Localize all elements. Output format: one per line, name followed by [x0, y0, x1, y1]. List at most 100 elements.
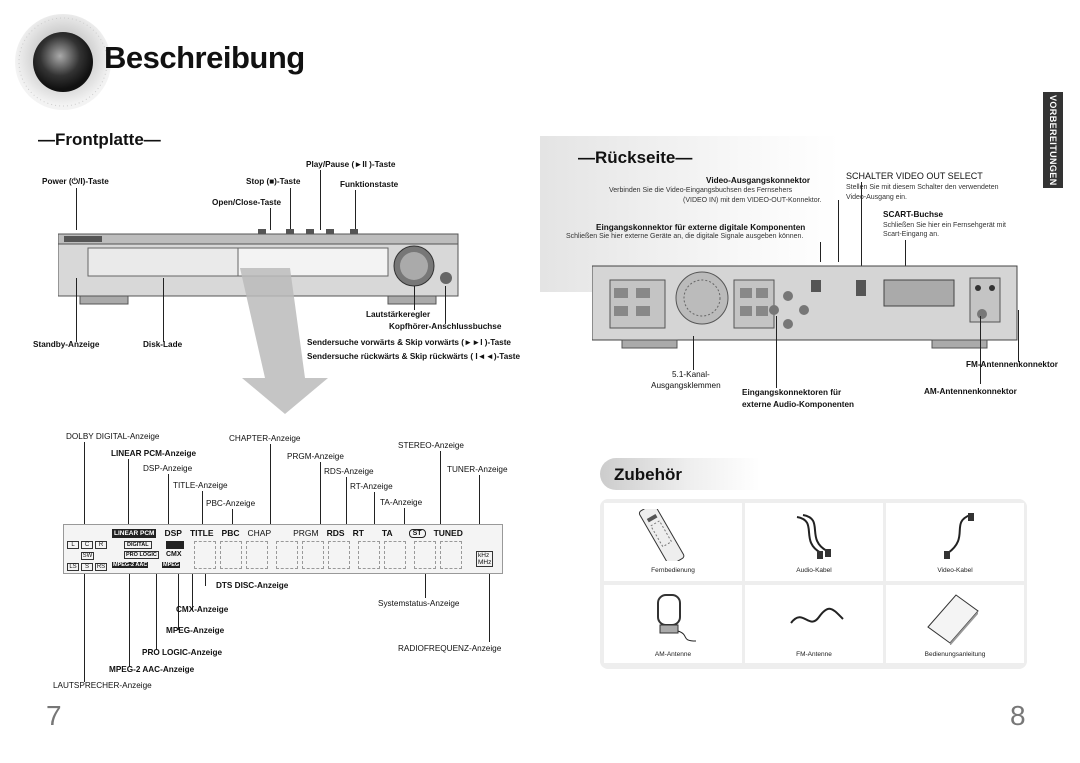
leader-line — [355, 190, 356, 230]
scart-desc2: Scart-Eingang an. — [883, 231, 940, 238]
spk-ls: LS — [67, 563, 79, 571]
laut-label: Lautstärkeregler — [366, 310, 431, 319]
acc-label: Audio-Kabel — [796, 567, 832, 574]
side-tab: VORBEREITUNGEN — [1043, 92, 1063, 188]
digital-desc: Schließen Sie hier externe Geräte an, di… — [566, 233, 804, 240]
leader-line — [320, 170, 321, 230]
vor-label: Sendersuche vorwärts & Skip vorwärts (►►… — [307, 338, 511, 347]
display-units: kHz MHz — [476, 551, 494, 568]
schalter-desc2: Video-Ausgang ein. — [846, 194, 907, 201]
disp-mpeg2: MPEG-2 AAC — [112, 562, 149, 568]
display-panel: LINEAR PCM DSP TITLE PBC CHAP PRGM RDS R… — [63, 524, 503, 574]
leader-line — [414, 286, 415, 310]
leader-line — [128, 459, 129, 524]
digit — [194, 541, 216, 569]
spk-sw: SW — [81, 552, 94, 560]
kanal-label1: 5.1-Kanal- — [672, 370, 710, 379]
disp-tuned: TUNED — [433, 528, 463, 538]
fm-antenna-icon — [790, 607, 844, 624]
standby-label: Standby-Anzeige — [33, 340, 100, 349]
schalter-desc1: Stellen Sie mit diesem Schalter den verw… — [846, 184, 999, 191]
am-antenna-icon — [657, 594, 697, 642]
leader-line — [156, 574, 157, 650]
leader-line — [980, 316, 981, 384]
lautsprecher-label: LAUTSPRECHER-Anzeige — [53, 681, 152, 690]
front-heading: —Frontplatte— — [38, 130, 161, 149]
spk-s: S — [81, 563, 93, 571]
rueck-label: Sendersuche rückwärts & Skip rückwärts (… — [307, 352, 521, 361]
audio-label2: externe Audio-Komponenten — [742, 400, 855, 409]
leader-line — [776, 316, 777, 388]
disp-rds: RDS — [326, 528, 345, 538]
front-panel-device — [58, 229, 459, 305]
digit — [414, 541, 436, 569]
leader-line — [440, 451, 441, 524]
digit — [384, 541, 406, 569]
dsp-label: DSP-Anzeige — [143, 464, 193, 473]
leader-line — [346, 477, 347, 524]
leader-line — [76, 188, 77, 230]
accessories-heading: Zubehör — [614, 465, 682, 484]
digital-title: Eingangskonnektor für externe digitale K… — [596, 223, 806, 232]
leader-line — [192, 574, 193, 610]
radiofreq-label: RADIOFREQUENZ-Anzeige — [398, 644, 502, 653]
acc-cell-audio-kabel: Audio-Kabel — [745, 503, 883, 581]
leader-line — [205, 574, 206, 586]
disp-cmx: CMX — [166, 551, 182, 558]
leader-line — [232, 509, 233, 524]
disp-rt: RT — [352, 528, 364, 538]
disp-digital: DIGITAL — [124, 541, 152, 549]
leader-line — [84, 442, 85, 524]
acc-label: FM-Antenne — [796, 651, 832, 658]
unit-mhz: MHz — [478, 559, 492, 567]
video-out-desc1: Verbinden Sie die Video-Eingangsbuchsen … — [609, 187, 793, 194]
leader-line — [270, 208, 271, 230]
video-cable-icon — [944, 513, 974, 559]
fm-label: FM-Antennenkonnektor — [966, 360, 1058, 369]
linear-label: LINEAR PCM-Anzeige — [111, 449, 197, 458]
prologic-label: PRO LOGIC-Anzeige — [142, 648, 223, 657]
disp-linear: LINEAR PCM — [112, 528, 157, 538]
open-label: Open/Close-Taste — [212, 198, 282, 207]
acc-cell-video-kabel: Video-Kabel — [886, 503, 1024, 581]
leader-line — [838, 200, 839, 262]
leader-line — [129, 574, 130, 667]
play-label: Play/Pause (►II )-Taste — [306, 160, 396, 169]
leader-line — [320, 462, 321, 524]
acc-label: AM-Antenne — [654, 651, 692, 658]
leader-line — [374, 492, 375, 524]
digit — [246, 541, 268, 569]
acc-cell-fm-antenne: FM-Antenne — [745, 585, 883, 663]
leader-line — [445, 286, 446, 324]
digit — [302, 541, 324, 569]
cmx-label: CMX-Anzeige — [176, 605, 229, 614]
title-disc-graphic — [15, 14, 111, 110]
digit — [220, 541, 242, 569]
disp-st: ST — [408, 528, 426, 538]
kanal-label2: Ausgangsklemmen — [651, 381, 721, 390]
leader-line — [905, 240, 906, 268]
disp-chap: CHAP — [247, 528, 272, 538]
audio-cable-icon — [796, 514, 831, 559]
system-label: Systemstatus-Anzeige — [378, 599, 460, 608]
leader-line — [861, 182, 862, 268]
leader-line — [163, 278, 164, 342]
mpeg2-label: MPEG-2 AAC-Anzeige — [109, 665, 195, 674]
remote-control-icon — [638, 509, 685, 561]
disp-prgm: PRGM — [293, 528, 319, 538]
stop-label: Stop (■)-Taste — [246, 177, 301, 186]
digit — [276, 541, 298, 569]
leader-line — [290, 188, 291, 230]
rt-label: RT-Anzeige — [350, 482, 393, 491]
scart-title: SCART-Buchse — [883, 210, 944, 219]
ta-label: TA-Anzeige — [380, 498, 423, 507]
leader-line — [479, 475, 480, 524]
unit-khz: kHz — [478, 552, 490, 559]
disp-title: TITLE — [189, 528, 214, 538]
power-label: Power (⏻/I)-Taste — [42, 177, 109, 186]
funktion-label: Funktionstaste — [340, 180, 399, 189]
disp-pbc: PBC — [221, 528, 240, 538]
leader-line — [270, 444, 271, 524]
spk-r: R — [95, 541, 107, 549]
display-top-row: LINEAR PCM DSP TITLE PBC CHAP PRGM RDS R… — [112, 528, 502, 538]
